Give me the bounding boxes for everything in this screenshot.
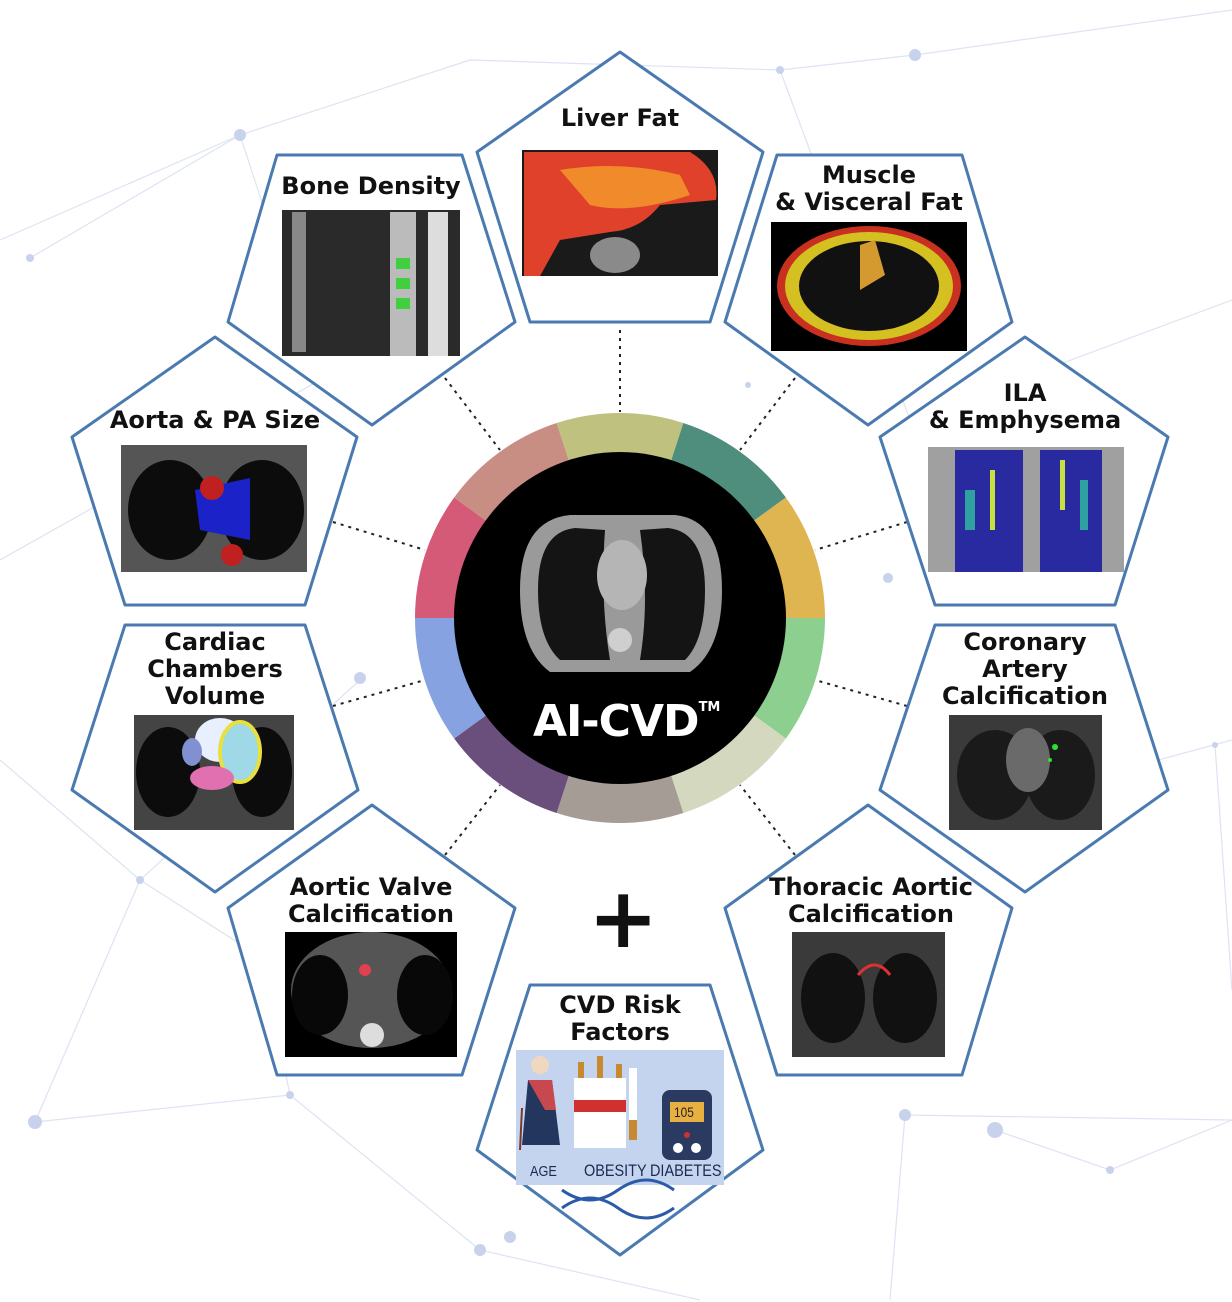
plus-sign: + [588, 869, 659, 967]
diabetes-label: DIABETES [650, 1161, 722, 1180]
ring-segment [752, 497, 825, 618]
title-line: & Visceral Fat [775, 188, 963, 216]
logo-text: AI-CVD [533, 696, 700, 747]
age-label: AGE [530, 1163, 557, 1180]
bone-density-image [282, 210, 460, 356]
module-title-liver-fat: Liver Fat [560, 104, 680, 132]
ring-segment [556, 412, 684, 463]
aortic-valve-image [285, 932, 457, 1057]
ila-emphysema-image [928, 447, 1124, 572]
title-line: CVD Risk [559, 991, 681, 1019]
ring-segment [670, 423, 786, 522]
title-line: Calcification [942, 682, 1108, 710]
title-line: Artery [982, 655, 1068, 683]
ring-segment [670, 714, 786, 813]
module-title-bone-density: Bone Density [281, 172, 461, 200]
thoracic-aortic-image [792, 932, 945, 1057]
module-title-aorta-pa: Aorta & PA Size [109, 406, 321, 434]
title-line: Chambers [147, 655, 283, 683]
cigarettes-icon [574, 1056, 637, 1148]
ring-segment [752, 618, 825, 739]
module-ring [415, 412, 825, 823]
liver-fat-image [522, 150, 718, 276]
title-line: ILA [1003, 379, 1047, 407]
module-title-muscle: Muscle& Visceral Fat [775, 162, 963, 216]
obesity-label: OBESITY [584, 1161, 647, 1180]
title-line: Cardiac [164, 628, 266, 656]
title-line: Muscle [822, 161, 916, 189]
center-ct-icon [520, 515, 722, 672]
glucose-meter-icon [662, 1090, 712, 1160]
connectors [332, 330, 908, 856]
ai-cvd-logo: AI-CVDTM [533, 696, 720, 747]
ring-segment [415, 497, 488, 618]
ring-segment [556, 773, 684, 823]
coronary-calcification-image [949, 715, 1102, 830]
title-line: Thoracic Aortic [769, 873, 973, 901]
module-title-ila: ILA& Emphysema [929, 380, 1121, 434]
risk-factors-image [516, 1050, 724, 1220]
title-line: Calcification [788, 900, 954, 928]
title-line: & Emphysema [928, 406, 1122, 434]
aorta-pa-image [121, 445, 307, 572]
age-icon [519, 1056, 560, 1151]
ring-segment [415, 618, 488, 739]
title-line: Calcification [288, 900, 454, 928]
title-line: Aortic Valve [289, 873, 453, 901]
glucose-reading: 105 [674, 1104, 694, 1120]
cardiac-chambers-image [134, 715, 294, 830]
muscle-fat-image [771, 222, 967, 351]
ring-segment [454, 714, 570, 813]
title-line: Coronary [963, 628, 1087, 656]
title-line: Volume [164, 682, 266, 710]
title-line: Factors [570, 1018, 670, 1046]
ring-segment [454, 423, 570, 522]
trademark: TM [698, 700, 721, 715]
dna-icon [561, 1178, 675, 1220]
